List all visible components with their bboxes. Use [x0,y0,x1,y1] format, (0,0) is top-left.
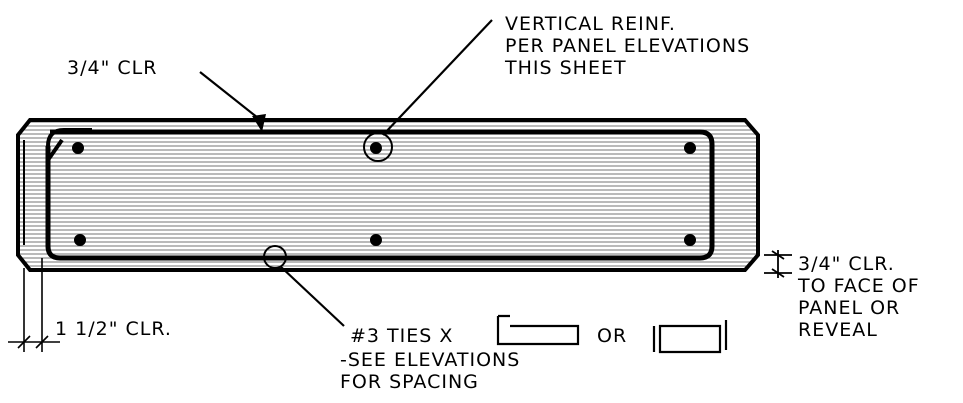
clear-side-line4: REVEAL [798,319,878,341]
concrete-panel-outline [16,118,760,272]
ties-label-rest: -SEE ELEVATIONS FOR SPACING [340,349,520,393]
clear-side-line3: PANEL OR [798,297,901,319]
clear-bottom-text: 1 1/2" CLR. [55,318,172,340]
vertical-reinf-line1: VERTICAL REINF. [505,13,676,35]
rebar-tie [45,129,715,261]
rebar-bar [74,234,86,246]
leader-line [279,265,345,327]
clear-top-text: 3/4" CLR [67,57,158,79]
ties-text-a: #3 TIES X [350,325,454,347]
leader-arrow [252,114,266,132]
ties-label-line1a: #3 TIES X [350,325,453,347]
vertical-reinf-line2: PER PANEL ELEVATIONS [505,35,751,57]
callout-circle [363,132,393,162]
tie-symbol-closed [652,320,728,354]
rebar-bar [684,234,696,246]
ties-text-line3: FOR SPACING [340,371,479,393]
clear-side-label: 3/4" CLR. TO FACE OF PANEL OR REVEAL [798,253,920,341]
rebar-bar [370,142,382,154]
clear-side-line1: 3/4" CLR. [798,253,895,275]
vertical-reinf-line3: THIS SHEET [505,57,627,79]
clear-side-line2: TO FACE OF [798,275,920,297]
clear-top-label: 3/4" CLR [67,57,157,79]
tie-hook [46,128,92,162]
ties-text-line2: -SEE ELEVATIONS [340,349,521,371]
leader-line [382,19,493,136]
vertical-reinf-label: VERTICAL REINF. PER PANEL ELEVATIONS THI… [505,13,750,79]
ties-label-or: OR [597,325,627,347]
tie-symbol-open [496,314,580,346]
rebar-bar [684,142,696,154]
ties-text-or: OR [597,325,628,347]
dimension-tick [17,335,49,349]
dimension-tick [771,250,785,278]
callout-circle [263,245,287,269]
clear-bottom-label: 1 1/2" CLR. [55,318,172,340]
rebar-bar [370,234,382,246]
rebar-bar [72,142,84,154]
